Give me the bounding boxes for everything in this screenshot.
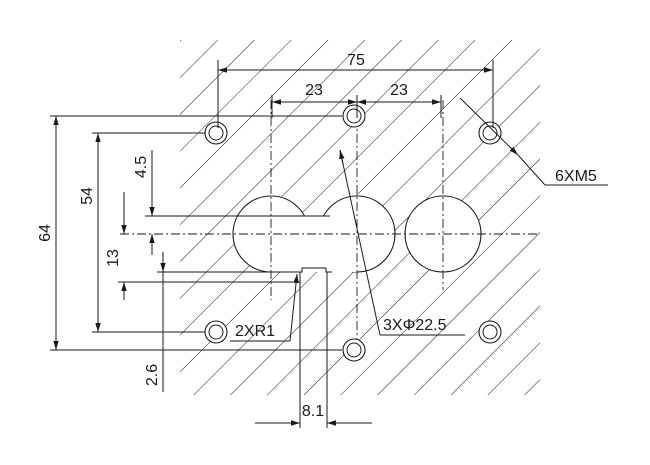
dim-pitch-left-label: 23 [305,82,323,99]
cutout-profile [232,195,482,273]
dim-offset-top: 4.5 [133,150,300,255]
dim-bore-pitch: 23 23 [271,82,442,118]
screw-hole-bottom-right [478,320,502,344]
dim-height-overall-label: 64 [37,224,54,242]
screw-hole-top-right [478,121,502,145]
callout-radius-label: 2XR1 [235,323,275,340]
dim-height-inner-label: 54 [79,187,96,205]
dim-pitch-right-label: 23 [390,82,408,99]
dim-offset-top-label: 4.5 [133,156,150,178]
dim-slot-height-label: 13 [105,249,122,267]
dim-slot-width: 8.1 [255,272,372,428]
screw-hole-bottom-left [204,320,228,344]
screw-hole-top-left [204,121,228,145]
dim-height-inner: 54 [79,132,205,333]
screw-hole-top-middle [342,104,366,128]
dim-height-overall: 64 [37,115,342,351]
callout-screw-holes: 6XM5 [459,97,608,186]
callout-screw-holes-label: 6XM5 [555,168,597,185]
callout-radius: 2XR1 [230,273,299,342]
dim-width-overall: 75 [217,52,494,128]
callout-bores-label: 3XΦ22.5 [383,317,447,334]
dim-slot-width-label: 8.1 [302,403,324,420]
dim-offset-bottom: 2.6 [144,252,300,392]
dim-offset-bottom-label: 2.6 [144,364,161,386]
screw-hole-bottom-middle [342,338,366,362]
callout-bores: 3XΦ22.5 [339,149,465,336]
dim-width-overall-label: 75 [347,52,365,69]
dim-slot-height: 13 [105,192,300,300]
